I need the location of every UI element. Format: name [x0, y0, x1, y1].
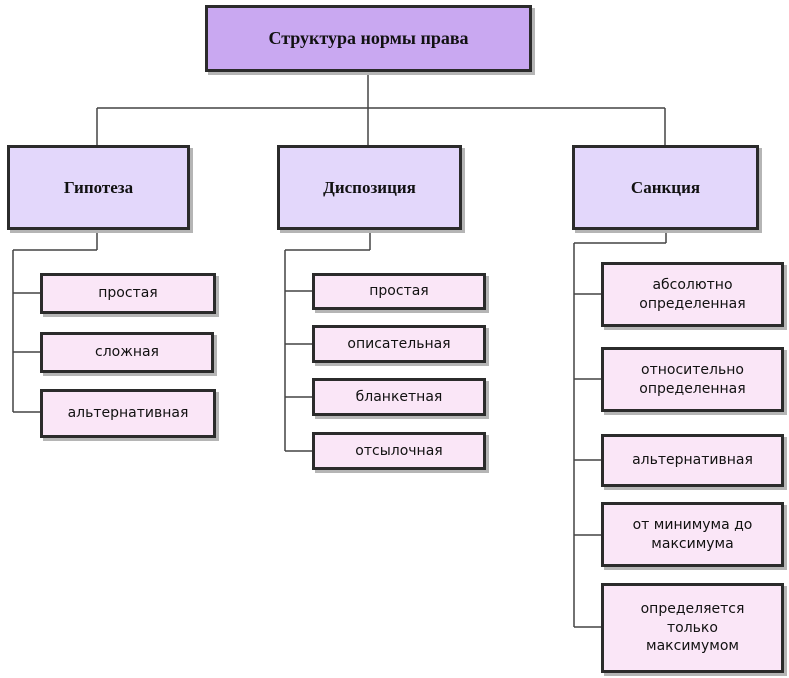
- root-node: Структура нормы права: [205, 5, 532, 72]
- category-disposition: Диспозиция: [277, 145, 462, 230]
- leaf-node: простая: [40, 273, 216, 314]
- leaf-node: определяется только максимумом: [601, 583, 784, 673]
- leaf-node: альтернативная: [40, 389, 216, 438]
- leaf-node: простая: [312, 273, 486, 310]
- leaf-node: относительно определенная: [601, 347, 784, 412]
- category-label: Гипотеза: [63, 177, 134, 197]
- leaf-label: простая: [369, 283, 429, 300]
- leaf-node: сложная: [40, 332, 214, 373]
- leaf-label: от минимума до максимума: [632, 516, 753, 552]
- leaf-label: описательная: [347, 335, 451, 352]
- category-hypothesis: Гипотеза: [7, 145, 190, 230]
- leaf-label: простая: [98, 285, 158, 302]
- leaf-label: абсолютно определенная: [639, 276, 746, 312]
- leaf-node: бланкетная: [312, 378, 486, 416]
- leaf-label: альтернативная: [632, 452, 753, 469]
- leaf-label: бланкетная: [355, 388, 443, 405]
- leaf-node: альтернативная: [601, 434, 784, 487]
- leaf-label: определяется только максимумом: [640, 600, 745, 655]
- leaf-label: отсылочная: [355, 442, 443, 459]
- category-sanction: Санкция: [572, 145, 759, 230]
- leaf-node: описательная: [312, 325, 486, 363]
- leaf-label: альтернативная: [67, 405, 189, 422]
- leaf-label: сложная: [95, 344, 159, 361]
- category-label: Диспозиция: [323, 177, 416, 197]
- leaf-node: от минимума до максимума: [601, 502, 784, 567]
- leaf-node: абсолютно определенная: [601, 262, 784, 327]
- root-label: Структура нормы права: [268, 28, 469, 48]
- leaf-node: отсылочная: [312, 432, 486, 470]
- leaf-label: относительно определенная: [639, 361, 746, 397]
- category-label: Санкция: [630, 177, 701, 197]
